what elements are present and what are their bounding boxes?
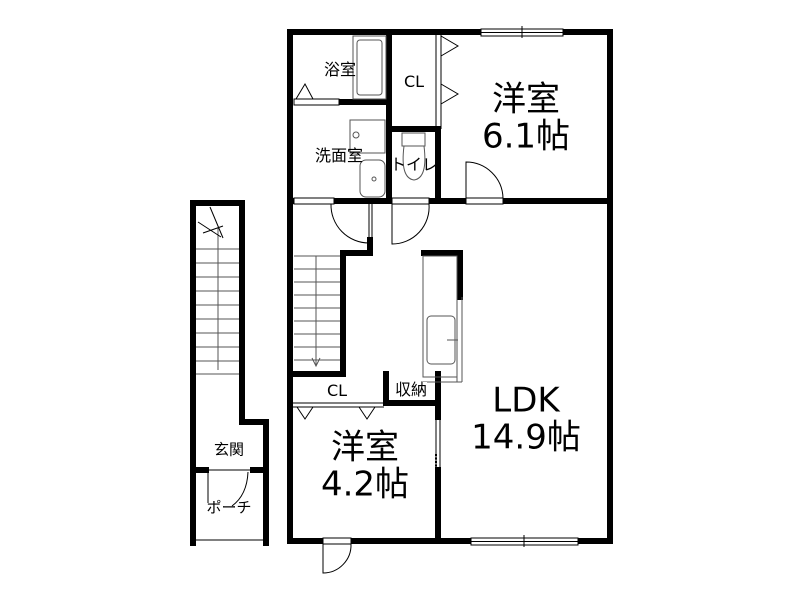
kitchen-counter [422, 255, 463, 383]
window-north [480, 26, 564, 38]
stairs-exterior [196, 206, 239, 375]
room-entrance: 玄関 [213, 440, 245, 459]
interior-walls [287, 29, 613, 544]
room-bedroom-north: 洋室 6.1帖 [482, 81, 570, 154]
room-size: 4.2帖 [320, 464, 410, 504]
room-name: 洋室 [491, 79, 560, 120]
room-name: LDK [492, 380, 560, 421]
room-bedroom-south: 洋室 4.2帖 [321, 429, 409, 502]
washroom-bottom-edge [293, 197, 378, 205]
room-ldk: LDK 14.9帖 [471, 382, 581, 455]
room-closet-north: CL [403, 72, 425, 91]
bath-door [293, 82, 340, 106]
room-washroom: 洗面室 [314, 146, 364, 165]
bedroom-north-door [465, 161, 504, 205]
washroom-fixtures [349, 119, 386, 198]
bathtub [352, 35, 387, 100]
closet-south [293, 402, 384, 420]
room-name: 洋室 [330, 427, 399, 468]
toilet-fixture [401, 132, 426, 181]
closet-north-doors [435, 34, 459, 129]
washroom-door [330, 203, 373, 244]
room-storage: 収納 [394, 380, 428, 399]
window-south [470, 535, 579, 547]
room-size: 14.9帖 [471, 417, 581, 457]
room-bath: 浴室 [323, 60, 357, 79]
room-porch: ポーチ [206, 498, 252, 517]
toilet-door [391, 197, 430, 245]
entrance-door [196, 469, 263, 541]
stairs-interior [294, 255, 340, 368]
ldk-sliding-door [435, 417, 441, 537]
room-closet-south: CL [326, 381, 348, 400]
room-size: 6.1帖 [481, 116, 571, 156]
entrance-walls [190, 200, 269, 546]
bedroom-south-door [322, 537, 352, 574]
room-toilet: トイレ [389, 155, 439, 174]
